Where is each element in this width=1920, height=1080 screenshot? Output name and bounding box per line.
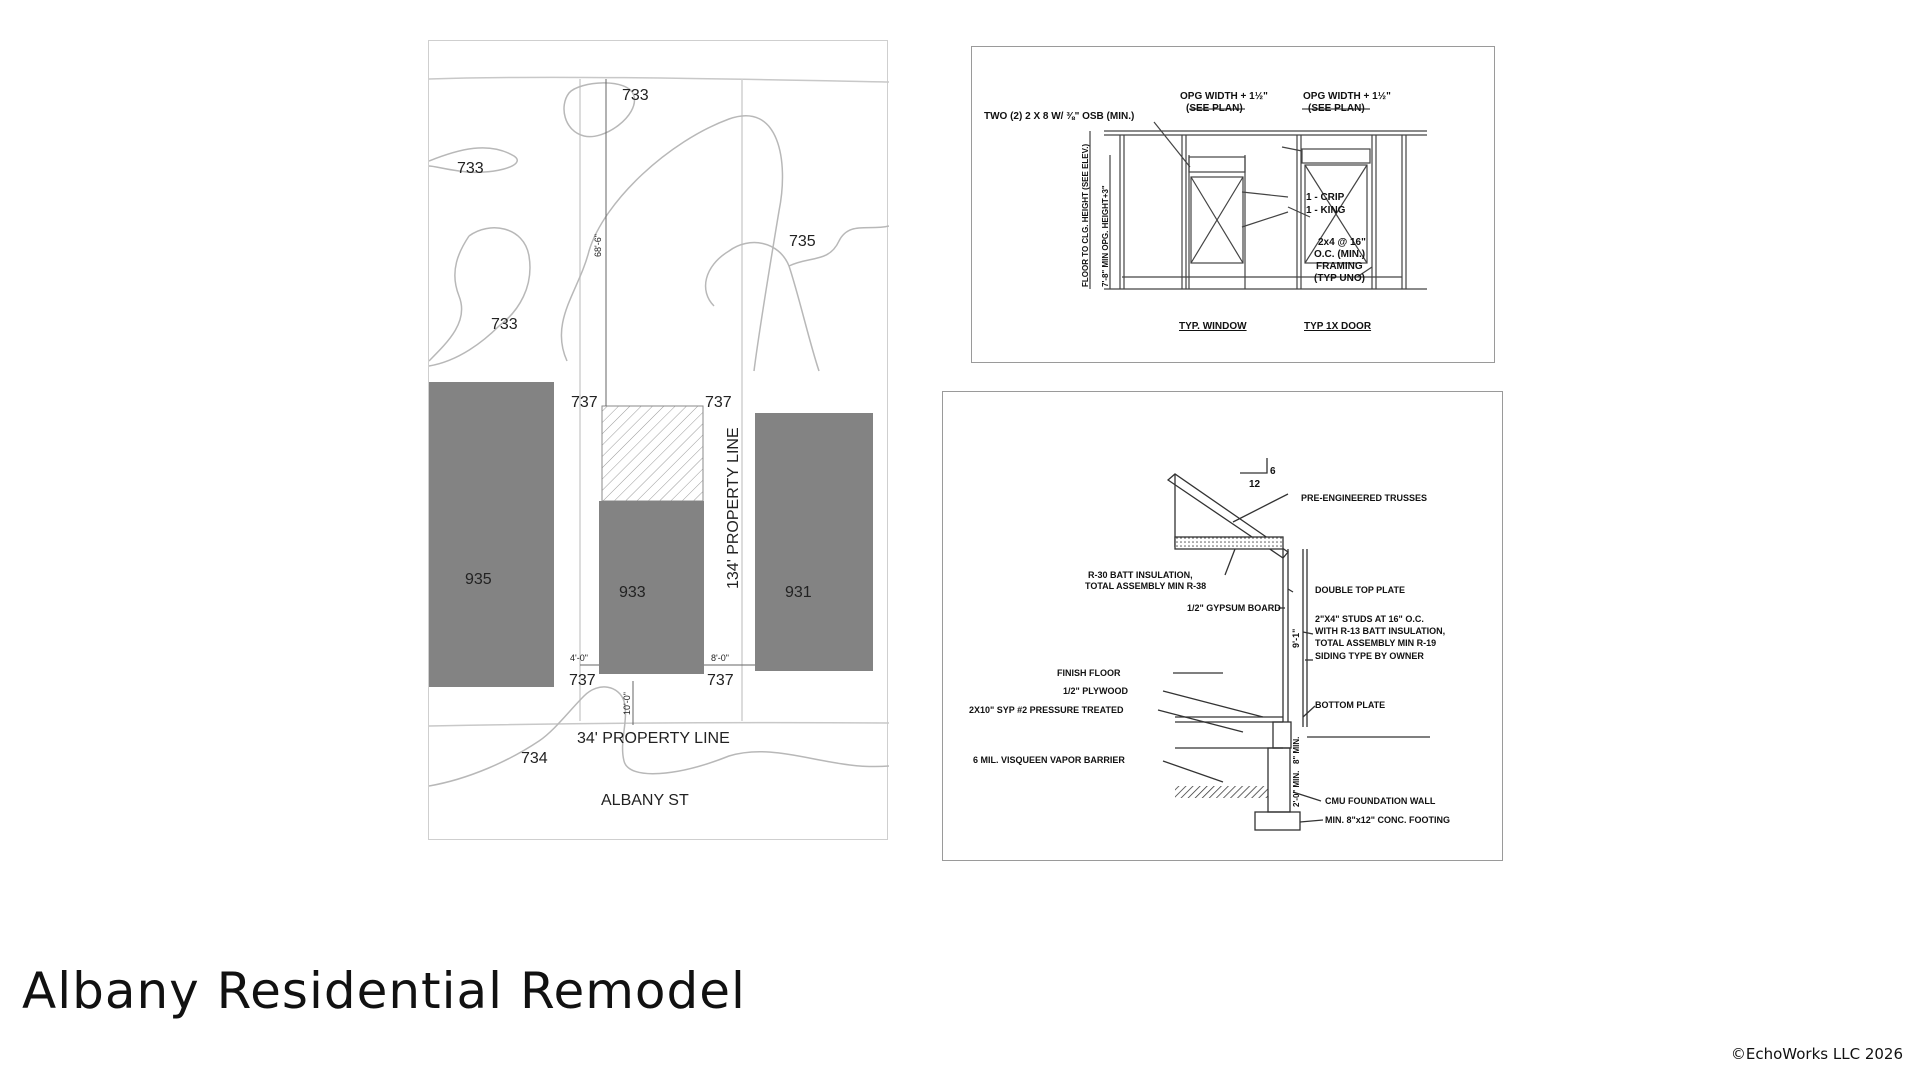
crip-label: 1 - CRIP	[1306, 192, 1345, 203]
pitch-rise-label: 6	[1270, 466, 1276, 477]
wall-section-panel: 6 12 PRE-ENGINEERED TRUSSES R-30 BATT IN…	[942, 391, 1503, 861]
contour-label-733-top: 733	[622, 87, 649, 104]
side-property-line-label: 134' PROPERTY LINE	[725, 427, 742, 589]
front-property-line	[429, 721, 889, 727]
framing-members	[1089, 108, 1427, 290]
existing-structure-hatch	[601, 405, 704, 502]
trusses-label: PRE-ENGINEERED TRUSSES	[1301, 493, 1427, 503]
studs-typ-label: (TYP UNO)	[1314, 273, 1365, 284]
ceiling-insulation-label-2: TOTAL ASSEMBLY MIN R-38	[1085, 581, 1206, 591]
dimension-lines	[580, 79, 755, 725]
corner-elev-top-left: 737	[571, 394, 598, 411]
contour-label-733-lower: 733	[491, 316, 518, 333]
king-label: 1 - KING	[1306, 205, 1346, 216]
typ-window-caption: TYP. WINDOW	[1179, 321, 1247, 332]
lot-935-footprint	[429, 382, 554, 687]
dim-depth-label: 68'-6"	[593, 234, 603, 257]
studs-oc-label: O.C. (MIN.)	[1314, 249, 1365, 260]
pitch-run-label: 12	[1249, 479, 1261, 490]
finish-floor-label: FINISH FLOOR	[1057, 668, 1121, 678]
framing-detail-drawing: TWO (2) 2 X 8 W/ ⅜" OSB (MIN.) OPG WIDTH…	[984, 91, 1427, 332]
foundation-depth-label: 2'-0" MIN.	[1292, 771, 1301, 807]
lot-number-935: 935	[465, 571, 492, 588]
header-note: TWO (2) 2 X 8 W/ ⅜" OSB (MIN.)	[984, 111, 1134, 122]
ceiling-insulation-label-1: R-30 BATT INSULATION,	[1088, 570, 1193, 580]
double-top-plate-label: DOUBLE TOP PLATE	[1315, 585, 1405, 595]
footing-label: MIN. 8"x12" CONC. FOOTING	[1325, 815, 1450, 825]
foundation-min-height-label: 8" MIN.	[1292, 737, 1301, 764]
top-boundary-line	[429, 76, 889, 83]
corner-elev-top-right: 737	[705, 394, 732, 411]
wall-studs-label-3: TOTAL ASSEMBLY MIN R-19	[1315, 638, 1436, 648]
site-plan-drawing: 733 733 733 735 734 737 737 737 737 935 …	[429, 76, 889, 809]
see-plan-door-label: (SEE PLAN)	[1308, 103, 1365, 114]
plywood-label: 1/2" PLYWOOD	[1063, 686, 1128, 696]
wall-section-drawing: 6 12 PRE-ENGINEERED TRUSSES R-30 BATT IN…	[969, 458, 1450, 831]
framing-detail-panel: TWO (2) 2 X 8 W/ ⅜" OSB (MIN.) OPG WIDTH…	[971, 46, 1495, 363]
contour-label-735: 735	[789, 233, 816, 250]
vapor-barrier-label: 6 MIL. VISQUEEN VAPOR BARRIER	[973, 755, 1125, 765]
copyright-notice: ©EchoWorks LLC 2026	[1730, 1045, 1903, 1063]
studs-spacing-label: 2x4 @ 16"	[1318, 237, 1366, 248]
site-plan-panel: 733 733 733 735 734 737 737 737 737 935 …	[428, 40, 889, 840]
opg-width-window-label: OPG WIDTH + 1½"	[1180, 91, 1268, 102]
wall-height-label: 9'-1"	[1291, 629, 1301, 648]
lot-number-931: 931	[785, 584, 812, 601]
dim-right-setback-label: 8'-0"	[711, 653, 729, 663]
front-property-line-label: 34' PROPERTY LINE	[577, 730, 730, 747]
opg-width-door-label: OPG WIDTH + 1½"	[1303, 91, 1391, 102]
lot-933-footprint	[599, 501, 704, 674]
page-title: Albany Residential Remodel	[22, 962, 746, 1020]
contour-label-733-left: 733	[457, 160, 484, 177]
min-opening-height-note: 7'-8" MIN OPG. HEIGHT+3"	[1101, 185, 1110, 287]
lot-931-footprint	[755, 413, 873, 671]
corner-elev-bottom-left: 737	[569, 672, 596, 689]
wall-studs-label-1: 2"X4" STUDS AT 16" O.C.	[1315, 614, 1424, 624]
dim-front-setback-label: 10'-0"	[622, 692, 632, 715]
section-members	[1157, 458, 1430, 831]
bottom-plate-label: BOTTOM PLATE	[1315, 700, 1385, 710]
studs-framing-label: FRAMING	[1316, 261, 1363, 272]
wall-studs-label-2: WITH R-13 BATT INSULATION,	[1315, 626, 1445, 636]
typ-door-caption: TYP 1X DOOR	[1304, 321, 1372, 332]
dim-left-setback-label: 4'-0"	[570, 653, 588, 663]
corner-elev-bottom-right: 737	[707, 672, 734, 689]
contour-lines	[429, 82, 889, 787]
gypsum-board-label: 1/2" GYPSUM BOARD	[1187, 603, 1281, 613]
see-plan-window-label: (SEE PLAN)	[1186, 103, 1243, 114]
floor-to-ceiling-note: FLOOR TO CLG. HEIGHT (SEE ELEV.)	[1081, 144, 1090, 287]
contour-label-734: 734	[521, 750, 548, 767]
lot-number-933: 933	[619, 584, 646, 601]
pt-joist-label: 2X10" SYP #2 PRESSURE TREATED	[969, 705, 1124, 715]
street-name-label: ALBANY ST	[601, 792, 689, 809]
siding-label: SIDING TYPE BY OWNER	[1315, 651, 1424, 661]
cmu-wall-label: CMU FOUNDATION WALL	[1325, 796, 1436, 806]
gravel-vapor-barrier	[1175, 786, 1268, 798]
